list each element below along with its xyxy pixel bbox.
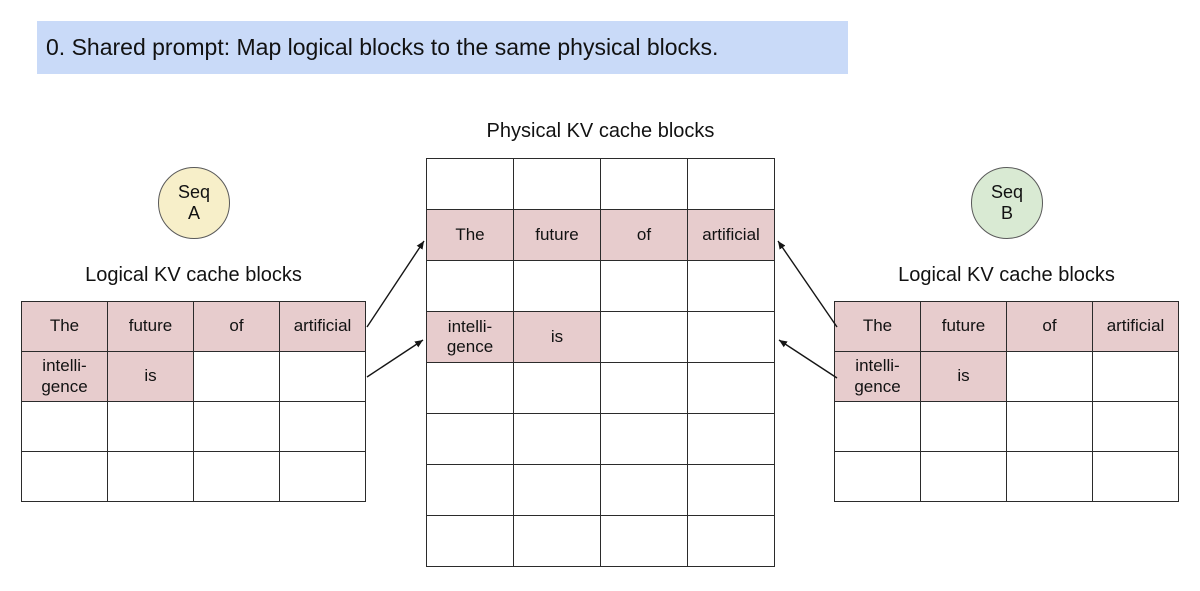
logical-left-label: Logical KV cache blocks [85, 264, 302, 286]
physical-cell-is: is [513, 311, 601, 363]
arrow-seqa-block0-to-physical [366, 240, 425, 328]
seq-b-badge: Seq B [971, 167, 1043, 239]
logical-b-cell-the: The [834, 301, 921, 352]
physical-cell-empty [600, 260, 688, 312]
logical-a-cell-empty [193, 401, 280, 452]
physical-row [426, 464, 775, 516]
physical-cell-empty [600, 158, 688, 210]
logical-b-cell-empty [1006, 401, 1093, 452]
arrow-seqb-block0-to-physical [777, 240, 838, 328]
physical-cell-empty [687, 311, 775, 363]
title-text: 0. Shared prompt: Map logical blocks to … [46, 34, 719, 60]
physical-row [426, 158, 775, 210]
logical-b-row [834, 401, 1179, 452]
physical-cell-empty [513, 260, 601, 312]
logical-a-cell-of: of [193, 301, 280, 352]
logical-b-cell-empty [834, 451, 921, 502]
physical-cell-empty [426, 362, 514, 414]
logical-a-row [21, 401, 366, 452]
logical-b-cell-empty [920, 401, 1007, 452]
physical-cell-the: The [426, 209, 514, 261]
logical-b-cell-empty [1006, 451, 1093, 502]
physical-cell-empty [513, 158, 601, 210]
physical-cell-empty [426, 464, 514, 516]
logical-right-label: Logical KV cache blocks [898, 264, 1115, 286]
seq-a-badge: Seq A [158, 167, 230, 239]
physical-cell-intelli-gence: intelli- gence [426, 311, 514, 363]
logical-a-cell-empty [193, 351, 280, 402]
logical-a-cell-empty [279, 351, 366, 402]
physical-cell-empty [687, 362, 775, 414]
arrow-seqb-block1-to-physical [778, 339, 838, 379]
physical-cell-future: future [513, 209, 601, 261]
logical-a-cell-empty [279, 401, 366, 452]
physical-row [426, 362, 775, 414]
logical-b-cell-empty [834, 401, 921, 452]
logical-b-cell-artificial: artificial [1092, 301, 1179, 352]
physical-cell-empty [513, 362, 601, 414]
physical-cell-empty [687, 260, 775, 312]
arrow-seqa-block1-to-physical [366, 339, 424, 378]
physical-row [426, 515, 775, 567]
logical-b-cell-future: future [920, 301, 1007, 352]
physical-cell-empty [426, 515, 514, 567]
physical-table-label: Physical KV cache blocks [486, 120, 715, 142]
physical-cell-empty [600, 362, 688, 414]
physical-cell-empty [687, 158, 775, 210]
physical-cell-empty [426, 158, 514, 210]
logical-b-cell-of: of [1006, 301, 1093, 352]
physical-cell-empty [600, 413, 688, 465]
physical-row [426, 413, 775, 465]
physical-cell-of: of [600, 209, 688, 261]
seq-b-label: Seq B [990, 182, 1024, 223]
logical-a-cell-empty [107, 401, 194, 452]
logical-b-cell-empty [1092, 401, 1179, 452]
logical-a-cell-intelli-gence: intelli- gence [21, 351, 108, 402]
logical-b-cell-intelli-gence: intelli- gence [834, 351, 921, 402]
logical-b-cell-is: is [920, 351, 1007, 402]
logical-b-cell-empty [1092, 451, 1179, 502]
logical-a-cell-empty [21, 401, 108, 452]
logical-a-cell-is: is [107, 351, 194, 402]
logical-b-cell-empty [1092, 351, 1179, 402]
physical-cell-empty [687, 464, 775, 516]
title-banner: 0. Shared prompt: Map logical blocks to … [37, 21, 848, 74]
physical-cell-empty [426, 260, 514, 312]
seq-a-label: Seq A [177, 182, 211, 223]
logical-b-cell-empty [1006, 351, 1093, 402]
physical-cell-artificial: artificial [687, 209, 775, 261]
logical-a-cell-empty [193, 451, 280, 502]
logical-a-cell-empty [279, 451, 366, 502]
physical-cell-empty [687, 413, 775, 465]
physical-cell-empty [600, 311, 688, 363]
logical-a-cell-future: future [107, 301, 194, 352]
physical-cell-empty [513, 464, 601, 516]
logical-b-row [834, 451, 1179, 502]
logical-a-cell-artificial: artificial [279, 301, 366, 352]
logical-a-cell-the: The [21, 301, 108, 352]
physical-cell-empty [513, 413, 601, 465]
physical-cell-empty [600, 515, 688, 567]
physical-cell-empty [513, 515, 601, 567]
physical-row [426, 260, 775, 312]
physical-cell-empty [600, 464, 688, 516]
physical-cell-empty [426, 413, 514, 465]
logical-a-cell-empty [107, 451, 194, 502]
logical-a-row [21, 451, 366, 502]
logical-b-cell-empty [920, 451, 1007, 502]
physical-cell-empty [687, 515, 775, 567]
logical-a-cell-empty [21, 451, 108, 502]
